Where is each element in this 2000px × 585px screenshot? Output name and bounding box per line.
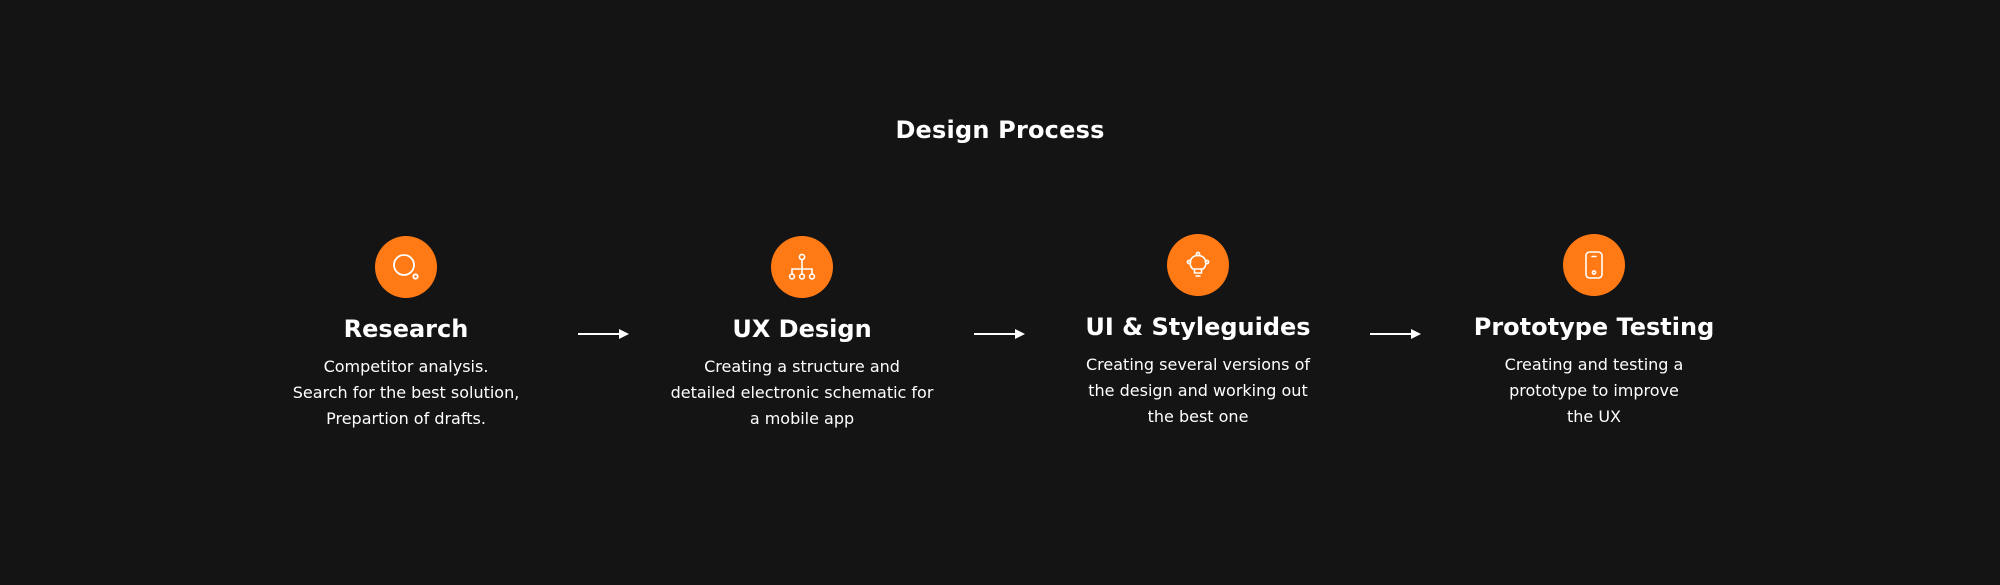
research-icon-badge [375, 236, 437, 298]
arrow-right-icon [974, 328, 1026, 340]
description-line: Competitor analysis. [323, 357, 489, 376]
step-description: Creating and testing a prototype to impr… [1444, 352, 1744, 430]
arrow-right-icon [1370, 328, 1422, 340]
description-line: the best one [1147, 407, 1249, 426]
mobile-phone-icon [1585, 251, 1603, 279]
description-line: the design and working out [1088, 381, 1308, 400]
ui-styleguides-icon-badge [1167, 234, 1229, 296]
step-title: Prototype Testing [1473, 313, 1715, 341]
step-ux-design: UX Design Creating a structure and detai… [652, 236, 952, 432]
arrow-right-icon [578, 328, 630, 340]
step-title: UI & Styleguides [1085, 313, 1311, 341]
description-line: Search for the best solution, [292, 383, 520, 402]
description-line: Creating several versions of [1086, 355, 1310, 374]
ux-design-icon-badge [771, 236, 833, 298]
step-title: Research [343, 315, 469, 343]
step-research: Research Competitor analysis. Search for… [256, 236, 556, 432]
step-prototype-testing: Prototype Testing Creating and testing a… [1444, 234, 1744, 430]
description-line: detailed electronic schematic for [670, 383, 934, 402]
step-description: Competitor analysis. Search for the best… [256, 354, 556, 432]
sitemap-icon [788, 253, 816, 280]
step-description: Creating several versions of the design … [1048, 352, 1348, 430]
description-line: a mobile app [749, 409, 855, 428]
search-icon [393, 254, 419, 280]
step-ui-styleguides: UI & Styleguides Creating several versio… [1048, 234, 1348, 430]
description-line: prototype to improve [1509, 381, 1679, 400]
description-line: Creating and testing a [1504, 355, 1684, 374]
bulb-icon [1186, 251, 1210, 277]
description-line: Prepartion of drafts. [326, 409, 486, 428]
section-title: Design Process [895, 116, 1105, 144]
step-description: Creating a structure and detailed electr… [652, 354, 952, 432]
description-line: Creating a structure and [704, 357, 900, 376]
step-title: UX Design [732, 315, 872, 343]
description-line: the UX [1566, 407, 1621, 426]
prototype-testing-icon-badge [1563, 234, 1625, 296]
